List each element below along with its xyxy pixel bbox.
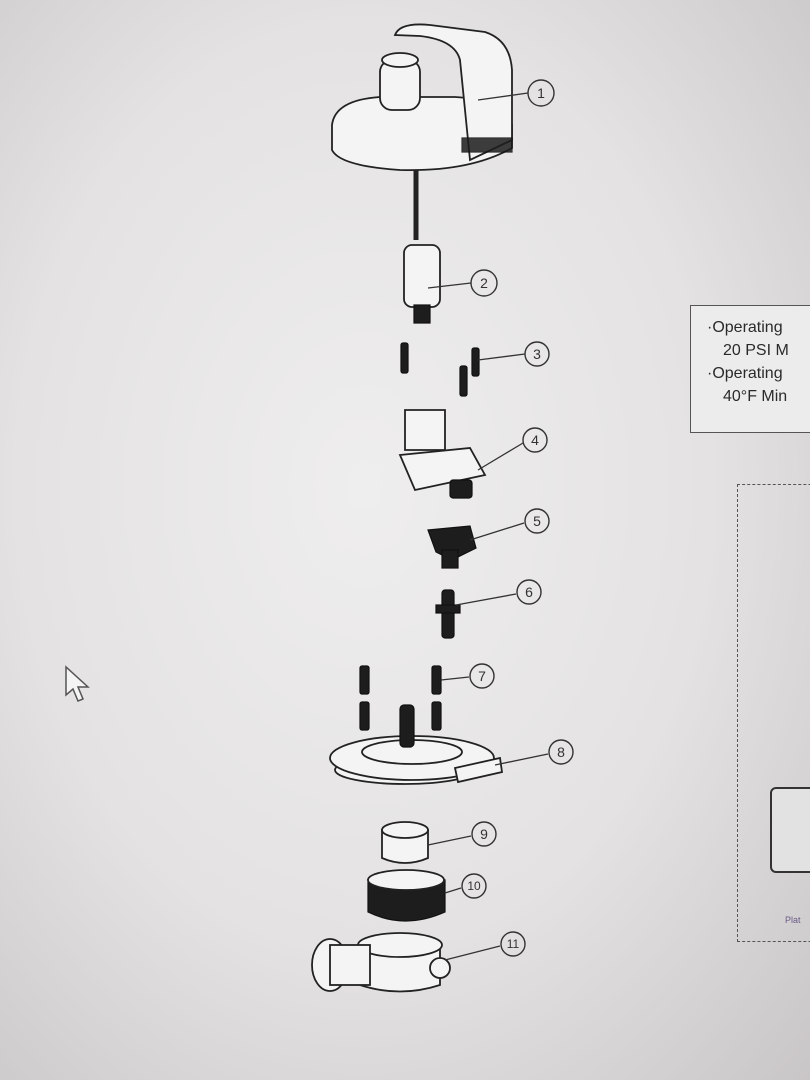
callout-9: 9 [471,821,497,847]
callout-10: 10 [461,873,487,899]
leader-lines [427,92,549,961]
inset-caption: Plat [785,915,801,925]
part-9-bushing [381,821,429,864]
spec-line: 20 PSI M [723,342,789,359]
callout-8: 8 [548,739,574,765]
svg-text:10: 10 [467,879,481,893]
part-11-valve-body [311,932,451,993]
inset-illustration [770,787,810,873]
callout-5: 5 [524,508,550,534]
spec-line: ·Operating [707,319,783,336]
callout-11: 11 [500,931,526,957]
callout-3: 3 [524,341,550,367]
svg-text:2: 2 [480,275,488,291]
callout-6: 6 [516,579,542,605]
callout-1: 1 [527,79,555,107]
part-2-solenoid [403,244,441,324]
part-4-module [398,409,487,499]
svg-text:11: 11 [507,937,520,951]
svg-text:5: 5 [533,513,541,529]
svg-text:7: 7 [478,668,486,684]
part-3-screws [400,342,480,397]
callout-2: 2 [470,269,498,297]
callout-7: 7 [469,663,495,689]
operating-specs-box: ·Operating 20 PSI M ·Operating 40°F Min [690,305,810,433]
callout-4: 4 [522,427,548,453]
svg-text:1: 1 [537,85,545,101]
part-5-diaphragm-valve [427,525,477,569]
part-6-plunger [435,589,461,639]
svg-text:8: 8 [557,744,565,760]
part-1-cover [331,23,513,172]
svg-text:9: 9 [480,826,488,842]
spec-line: 40°F Min [723,388,788,405]
installation-inset-box [737,484,810,942]
svg-text:6: 6 [525,584,533,600]
part-8-flange-cover [329,704,504,785]
part-10-seal [367,869,446,922]
spec-line: ·Operating [707,365,783,382]
mouse-cursor-icon [65,665,90,702]
svg-text:4: 4 [531,432,539,448]
svg-text:3: 3 [533,346,541,362]
